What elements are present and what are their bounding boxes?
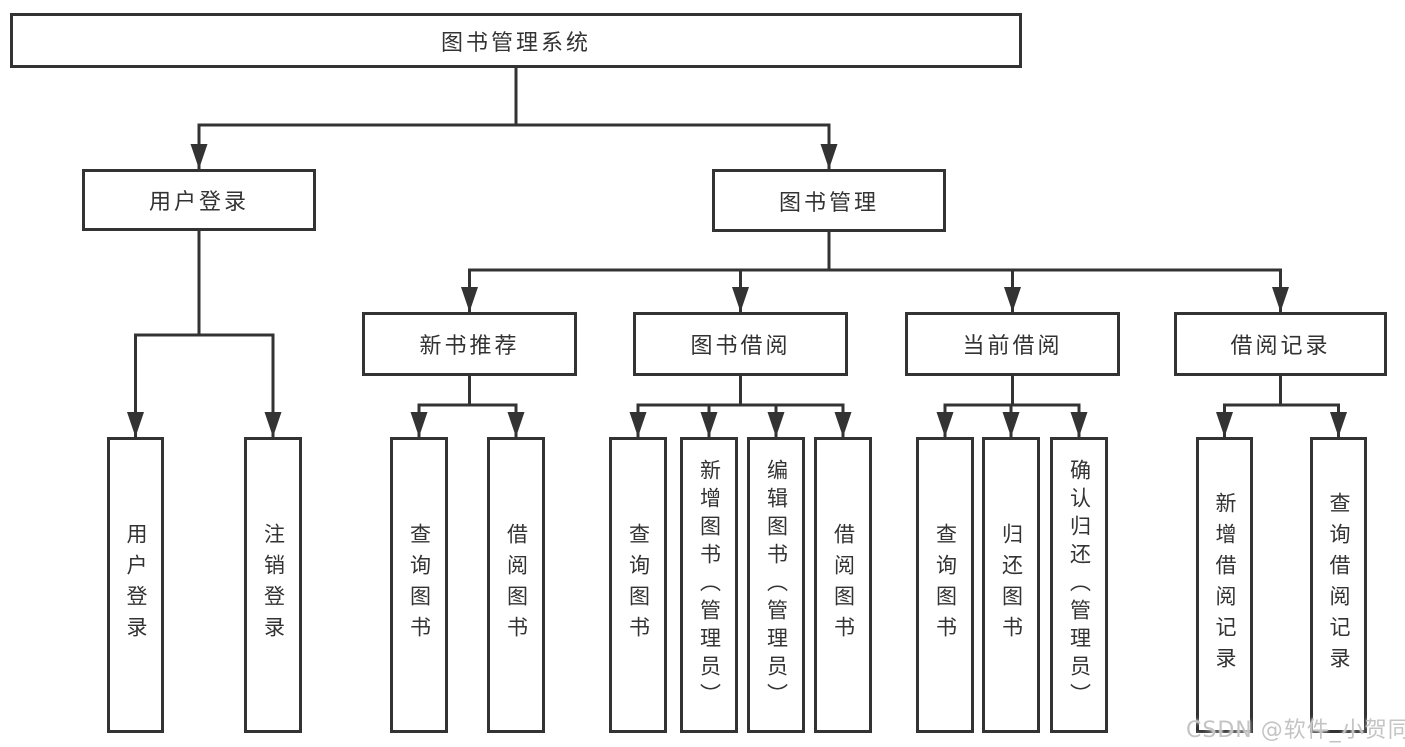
csdn-watermark: CSDN @软件_小贺同学: [1186, 718, 1405, 743]
leaf-label: 归还图书: [999, 523, 1024, 647]
node-current-borrowing: 当前借阅: [905, 312, 1120, 376]
leaf-logout: 注销登录: [244, 437, 302, 733]
leaf-label: 确认归还（管理员）: [1067, 459, 1092, 711]
leaf-label: 查询图书: [933, 523, 958, 647]
node-label: 用户登录: [148, 190, 249, 215]
connector-current-to-leaves: [936, 376, 1088, 437]
leaf-add-books-admin: 新增图书（管理员）: [680, 437, 738, 733]
leaf-edit-books-admin: 编辑图书（管理员）: [747, 437, 805, 733]
node-label: 当前借阅: [962, 334, 1063, 359]
leaf-return-books: 归还图书: [982, 437, 1040, 733]
connector-login-to-leaves: [127, 231, 282, 437]
node-new-book-recommend: 新书推荐: [362, 312, 577, 376]
leaf-borrow-books-borrow: 借阅图书: [814, 437, 872, 733]
node-label: 图书管理: [778, 190, 879, 216]
connector-borrow-to-leaves: [629, 376, 852, 437]
connector-records-to-leaves: [1216, 376, 1347, 437]
leaf-label: 借阅图书: [504, 523, 529, 647]
leaf-label: 新增借阅记录: [1213, 492, 1237, 678]
connector-newrec-to-leaves: [410, 376, 525, 437]
node-borrow-records: 借阅记录: [1174, 312, 1387, 376]
leaf-label: 借阅图书: [831, 523, 856, 647]
leaf-label: 用户登录: [124, 523, 148, 647]
leaf-label: 注销登录: [261, 523, 286, 647]
connector-mgmt-to-level3: [461, 232, 1289, 312]
leaf-user-login: 用户登录: [107, 437, 164, 733]
node-label: 图书借阅: [690, 334, 791, 359]
leaf-label: 编辑图书（管理员）: [764, 459, 789, 711]
leaf-query-borrow-record: 查询借阅记录: [1310, 437, 1367, 733]
leaf-query-books-borrow: 查询图书: [609, 437, 667, 733]
leaf-label: 查询图书: [626, 523, 651, 647]
node-book-management: 图书管理: [712, 169, 946, 232]
leaf-label: 查询图书: [407, 523, 432, 647]
connector-root-to-level2: [190, 68, 838, 169]
node-label: 新书推荐: [419, 334, 520, 359]
node-user-login: 用户登录: [82, 169, 316, 231]
leaf-label: 查询借阅记录: [1327, 492, 1351, 678]
leaf-label: 新增图书（管理员）: [697, 459, 722, 711]
leaf-query-books-newrec: 查询图书: [390, 437, 448, 733]
node-library-system-root: 图书管理系统: [10, 13, 1022, 68]
node-book-borrowing: 图书借阅: [633, 312, 848, 376]
leaf-query-books-current: 查询图书: [916, 437, 974, 733]
leaf-confirm-return-admin: 确认归还（管理员）: [1050, 437, 1108, 733]
leaf-borrow-books-newrec: 借阅图书: [487, 437, 545, 733]
node-label: 图书管理系统: [440, 30, 591, 56]
node-label: 借阅记录: [1230, 334, 1331, 359]
leaf-add-borrow-record: 新增借阅记录: [1196, 437, 1253, 733]
